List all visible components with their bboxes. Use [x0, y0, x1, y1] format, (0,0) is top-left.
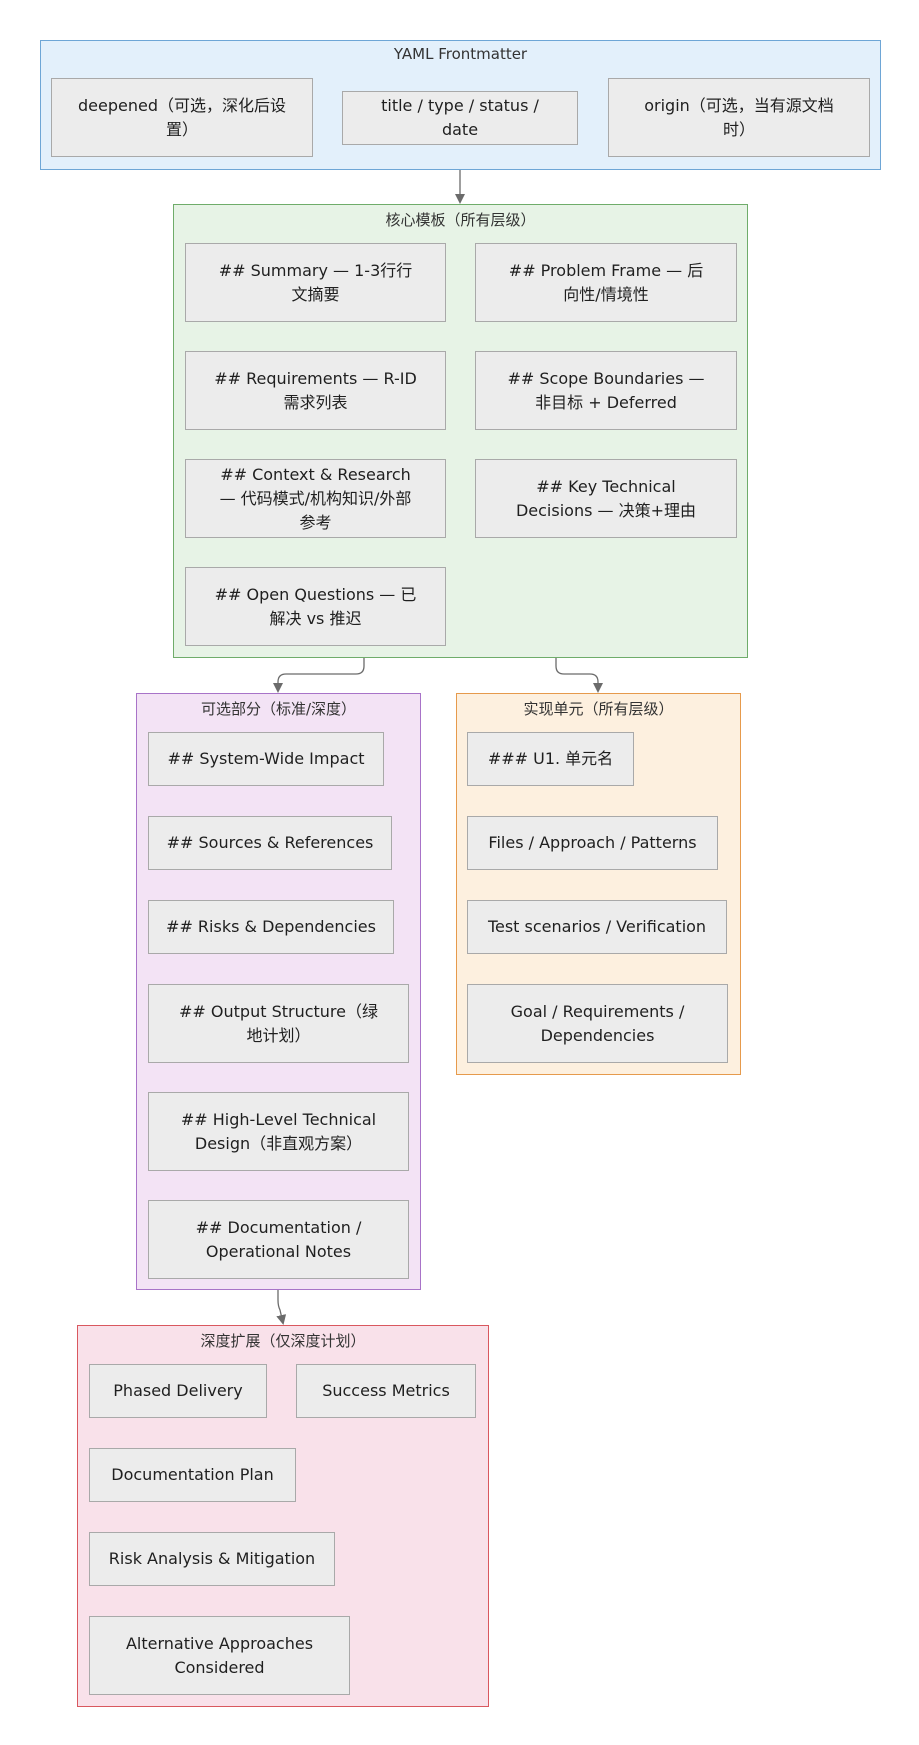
- node-risk-analysis-mitigation: Risk Analysis & Mitigation: [89, 1532, 335, 1586]
- node-high-level-technical-design: ## High-Level Technical Design（非直观方案）: [148, 1092, 409, 1171]
- node-alternative-approaches: Alternative Approaches Considered: [89, 1616, 350, 1695]
- node-title-type-status-date: title / type / status / date: [342, 91, 578, 145]
- node-files-approach-patterns: Files / Approach / Patterns: [467, 816, 718, 870]
- node-origin: origin（可选，当有源文档时）: [608, 78, 870, 157]
- node-sources-references: ## Sources & References: [148, 816, 392, 870]
- node-scope-boundaries: ## Scope Boundaries — 非目标 + Deferred: [475, 351, 737, 430]
- node-success-metrics: Success Metrics: [296, 1364, 476, 1418]
- node-deepened: deepened（可选，深化后设置）: [51, 78, 313, 157]
- group-title-impl: 实现单元（所有层级）: [523, 700, 674, 718]
- edge-core-to-impl: [555, 658, 603, 693]
- edge-optional-to-deep: [276, 1290, 287, 1325]
- node-test-scenarios-verification: Test scenarios / Verification: [467, 900, 727, 954]
- node-phased-delivery: Phased Delivery: [89, 1364, 267, 1418]
- edge-core-to-optional: [273, 658, 365, 693]
- node-key-technical-decisions: ## Key Technical Decisions — 决策+理由: [475, 459, 737, 538]
- node-open-questions: ## Open Questions — 已解决 vs 推迟: [185, 567, 446, 646]
- node-risks-dependencies: ## Risks & Dependencies: [148, 900, 394, 954]
- node-context-research: ## Context & Research — 代码模式/机构知识/外部参考: [185, 459, 446, 538]
- group-title-yaml: YAML Frontmatter: [393, 45, 528, 63]
- node-summary: ## Summary — 1-3行行文摘要: [185, 243, 446, 322]
- group-title-optional: 可选部分（标准/深度）: [200, 700, 357, 718]
- node-system-wide-impact: ## System-Wide Impact: [148, 732, 384, 786]
- node-problem-frame: ## Problem Frame — 后向性/情境性: [475, 243, 737, 322]
- node-documentation-plan: Documentation Plan: [89, 1448, 296, 1502]
- node-output-structure: ## Output Structure（绿地计划）: [148, 984, 409, 1063]
- group-title-core: 核心模板（所有层级）: [385, 211, 536, 229]
- node-documentation-operational-notes: ## Documentation / Operational Notes: [148, 1200, 409, 1279]
- node-u1-unit-name: ### U1. 单元名: [467, 732, 634, 786]
- group-title-deep: 深度扩展（仅深度计划）: [200, 1332, 366, 1350]
- node-requirements: ## Requirements — R-ID 需求列表: [185, 351, 446, 430]
- node-goal-requirements-dependencies: Goal / Requirements / Dependencies: [467, 984, 728, 1063]
